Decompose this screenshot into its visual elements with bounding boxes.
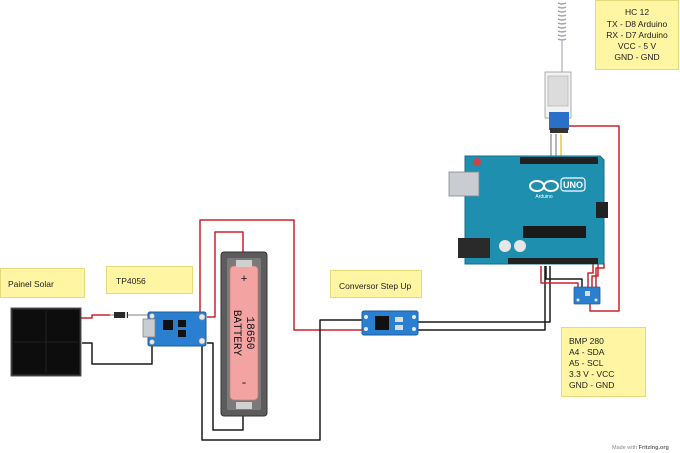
tp4056-note: TP4056 [106, 266, 193, 294]
battery-holder: + 18650 BATTERY - [220, 251, 268, 417]
step-up-converter [361, 310, 419, 336]
fritzing-footer: Made with Fritzing.org [612, 445, 669, 451]
bmp280-note: BMP 280 A4 - SDA A5 - SCL 3.3 V - VCC GN… [561, 327, 646, 397]
hc12-note-line-gnd: GND - GND [614, 52, 660, 62]
wire-bmp-gnd [545, 266, 583, 287]
wire-tp-battery-positive [207, 231, 244, 318]
footer-brand: Fritzing.org [638, 445, 669, 451]
hc12-note: HC 12 TX - D8 Arduino RX - D7 Arduino VC… [595, 0, 679, 70]
wire-solar-positive [80, 314, 110, 319]
bmp-note-line-sda: A4 - SDA [569, 347, 605, 357]
battery-plus: + [241, 274, 248, 286]
solar-panel [10, 307, 82, 377]
battery-capacity-label: 18650 [243, 316, 255, 349]
hc12-note-line-rx: RX - D7 Arduino [606, 30, 668, 40]
tp4056-label: TP4056 [116, 276, 146, 286]
bmp-note-line-scl: A5 - SCL [569, 358, 604, 368]
bmp280-module [573, 286, 601, 305]
arduino-logo [529, 180, 559, 192]
hc12-note-line-tx: TX - D8 Arduino [606, 19, 668, 29]
wire-converter-out-negative [418, 266, 551, 323]
wire-solar-negative [82, 342, 153, 365]
diode [110, 312, 148, 318]
arduino-uno-board: UNO Arduino [448, 155, 608, 265]
battery-type-label: BATTERY [230, 310, 242, 357]
wire-bmp-extra [595, 263, 605, 287]
bmp-note-line-gnd: GND - GND [569, 380, 615, 390]
solar-panel-label: Painel Solar [8, 279, 54, 289]
hc12-module [544, 2, 572, 133]
footer-made-with: Made with [612, 445, 638, 451]
bmp-note-line-vcc: 3.3 V - VCC [569, 369, 615, 379]
hc12-note-line-vcc: VCC - 5 V [617, 41, 657, 51]
wire-tp-out-negative [201, 319, 362, 441]
wire-converter-out-positive [418, 266, 546, 331]
bmp-note-title: BMP 280 [569, 336, 604, 346]
solar-panel-note: Painel Solar [0, 268, 85, 298]
arduino-brand-label: Arduino [535, 194, 552, 200]
wire-bmp-sda [591, 263, 599, 287]
arduino-board-label: UNO [563, 180, 583, 190]
hc12-note-title: HC 12 [624, 7, 650, 17]
wire-bmp-scl [587, 263, 594, 287]
battery-minus: - [240, 376, 247, 390]
converter-label: Conversor Step Up [339, 281, 412, 291]
wire-bmp-vcc [540, 266, 579, 287]
tp4056-module [142, 311, 207, 347]
converter-note: Conversor Step Up [330, 270, 422, 298]
wire-tp-battery-negative [207, 342, 244, 431]
wire-tp-out-positive [199, 219, 362, 331]
antenna-coil [557, 2, 567, 41]
